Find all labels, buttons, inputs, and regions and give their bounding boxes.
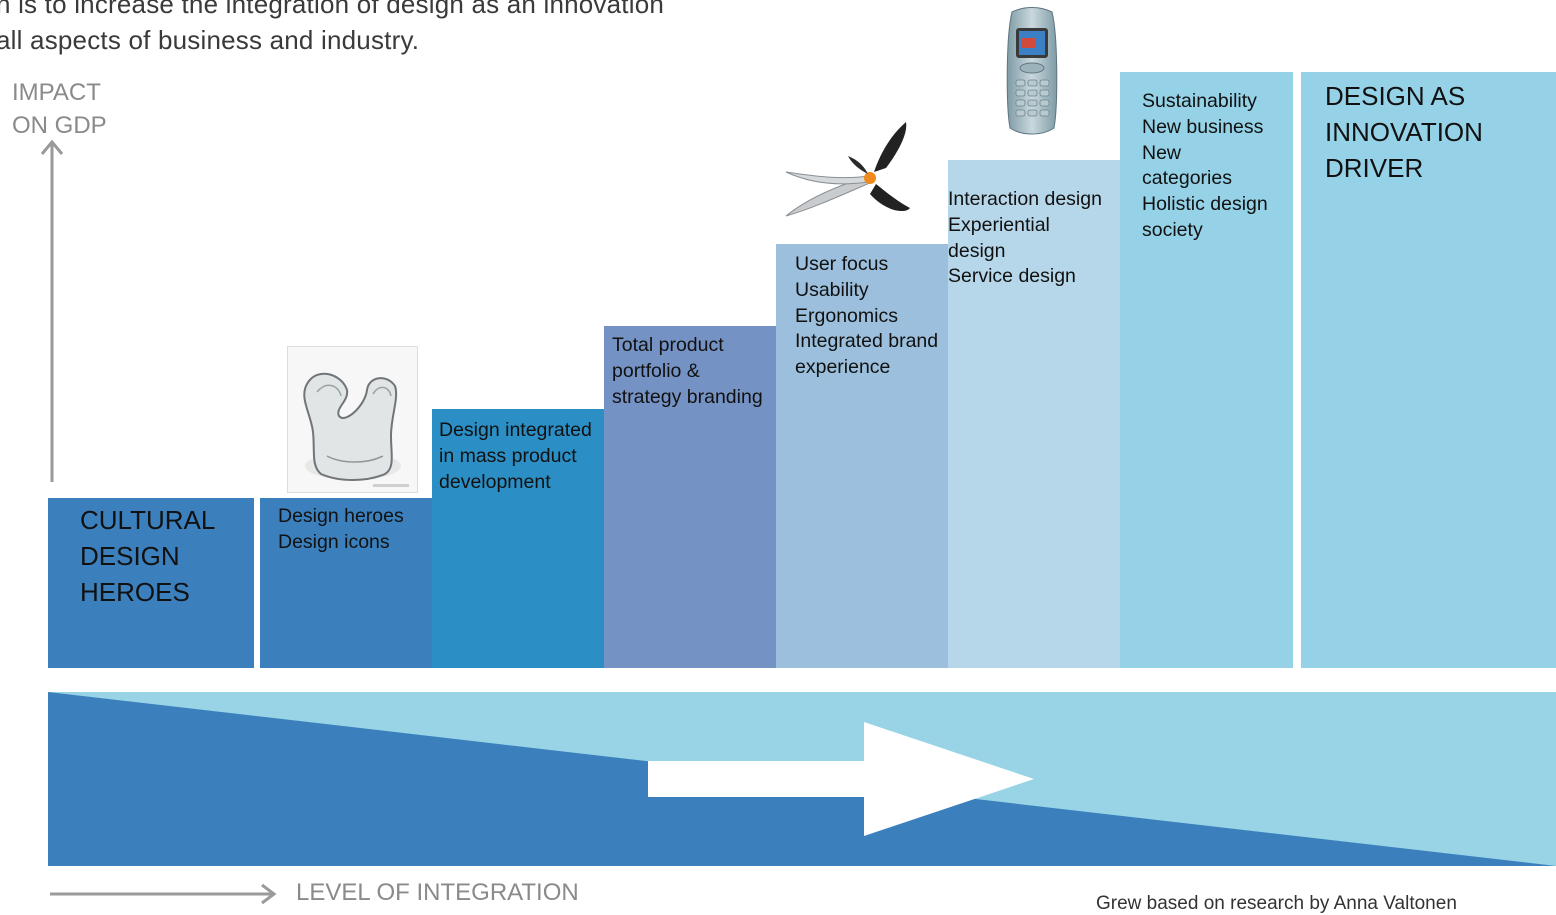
step-5-line-3: Ergonomics: [795, 304, 898, 327]
step-5-line-5: experience: [795, 356, 891, 379]
step-5-line-4: Integrated brand: [795, 330, 939, 353]
step-3-line-3: development: [439, 470, 551, 493]
integration-band: [48, 692, 1556, 866]
step-1-line-2: DESIGN: [80, 541, 180, 571]
arrow-right-icon: [648, 722, 1034, 836]
step-1-line-1: CULTURAL: [80, 505, 216, 535]
step-2-text: Design heroes Design icons: [278, 504, 404, 556]
intro-line-1: n is to increase the integration of desi…: [0, 0, 665, 19]
step-6-text: Interaction design Experiential design S…: [948, 187, 1102, 290]
step-8-text: DESIGN AS INNOVATION DRIVER: [1325, 78, 1483, 186]
x-axis-label: LEVEL OF INTEGRATION: [296, 879, 579, 906]
step-sustainability: Sustainability New business New categori…: [1120, 72, 1293, 668]
step-cultural-design-heroes: CULTURAL DESIGN HEROES: [48, 498, 254, 668]
step-6-line-3: design: [948, 239, 1006, 262]
intro-line-2: all aspects of business and industry.: [0, 25, 420, 55]
y-axis-label: IMPACT ON GDP: [12, 76, 107, 142]
step-6-line-4: Service design: [948, 265, 1076, 288]
credit-text: Grew based on research by Anna Valtonen: [1096, 893, 1457, 914]
y-axis-label-line-1: IMPACT: [12, 79, 101, 106]
step-5-text: User focus Usability Ergonomics Integrat…: [795, 252, 938, 381]
step-1-line-3: HEROES: [80, 577, 190, 607]
step-8-line-2: INNOVATION: [1325, 117, 1483, 147]
step-4-line-2: portfolio &: [612, 359, 700, 382]
step-7-line-2: New business: [1142, 115, 1264, 138]
step-design-innovation-driver: DESIGN AS INNOVATION DRIVER: [1301, 72, 1556, 668]
step-8-line-3: DRIVER: [1325, 153, 1424, 183]
step-2-line-2: Design icons: [278, 530, 390, 553]
step-interaction-design: Interaction design Experiential design S…: [948, 160, 1120, 668]
vase-image: [287, 346, 418, 493]
step-6-line-2: Experiential: [948, 213, 1050, 236]
y-axis-arrow: [40, 139, 64, 482]
step-4-text: Total product portfolio & strategy brand…: [612, 333, 763, 410]
step-5-line-2: Usability: [795, 278, 869, 301]
step-8-line-1: DESIGN AS: [1325, 81, 1466, 111]
step-7-line-5: Holistic design: [1142, 193, 1268, 216]
x-axis-arrow: [50, 883, 277, 905]
step-5-line-1: User focus: [795, 253, 889, 275]
step-2-line-1: Design heroes: [278, 505, 404, 527]
step-4-line-1: Total product: [612, 334, 724, 356]
step-7-line-3: New: [1142, 141, 1182, 164]
step-4-line-3: strategy branding: [612, 385, 763, 408]
step-mass-product: Design integrated in mass product develo…: [432, 409, 604, 668]
step-3-line-2: in mass product: [439, 444, 577, 467]
step-user-focus: User focus Usability Ergonomics Integrat…: [776, 244, 948, 668]
step-design-heroes: Design heroes Design icons: [260, 498, 432, 668]
intro-text: n is to increase the integration of desi…: [0, 0, 796, 58]
scissors-image: [785, 122, 910, 217]
step-3-text: Design integrated in mass product develo…: [439, 418, 592, 495]
step-7-text: Sustainability New business New categori…: [1142, 89, 1268, 244]
step-3-line-1: Design integrated: [439, 419, 592, 441]
step-1-text: CULTURAL DESIGN HEROES: [80, 502, 215, 610]
step-6-line-1: Interaction design: [948, 188, 1102, 210]
y-axis-label-line-2: ON GDP: [12, 112, 107, 139]
mobile-phone-image: [1006, 7, 1058, 135]
step-7-line-4: categories: [1142, 167, 1232, 190]
step-product-portfolio: Total product portfolio & strategy brand…: [604, 326, 776, 668]
step-7-line-6: society: [1142, 218, 1203, 241]
step-7-line-1: Sustainability: [1142, 90, 1257, 112]
